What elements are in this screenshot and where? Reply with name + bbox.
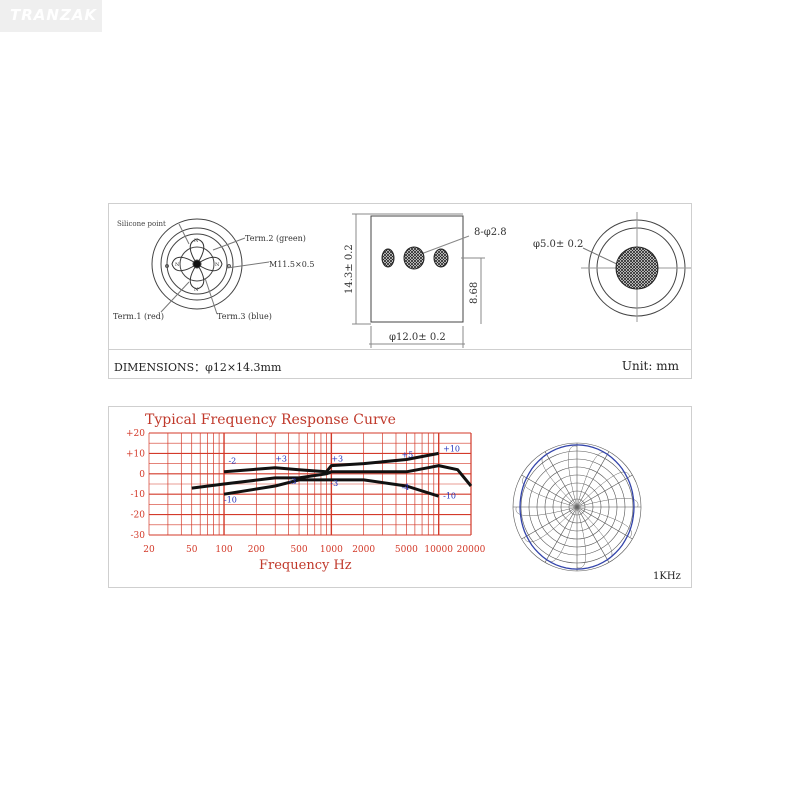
x-tick-label: 50 <box>186 545 198 555</box>
curve-annotation: +3 <box>275 455 287 464</box>
dimensions-panel: Silicone point Term.2 (green) M11.5×0.5 … <box>108 203 692 379</box>
curve-annotation: -3 <box>289 477 297 486</box>
pin-letter: N <box>175 262 180 268</box>
polar-petal <box>522 476 578 508</box>
thread-label: M11.5×0.5 <box>269 260 314 269</box>
diameter-label: φ12.0± 0.2 <box>389 332 446 343</box>
response-curve <box>191 464 473 490</box>
dimensions-summary: DIMENSIONS：φ12×14.3mm <box>114 361 282 374</box>
polar-petal <box>524 506 578 543</box>
polar-petal <box>576 506 632 538</box>
polar-spoke <box>521 474 578 508</box>
polar-spoke <box>576 506 633 540</box>
unit-label: Unit: mm <box>621 359 679 373</box>
frequency-response-panel: Typical Frequency Response Curve +20 +10 0… <box>108 406 692 588</box>
y-tick-label: -30 <box>131 531 146 541</box>
polar-response-trace <box>519 444 635 570</box>
polar-frequency-label: 1KHz <box>653 571 681 582</box>
pin-letter: N <box>215 262 220 268</box>
polar-spoke <box>544 451 578 508</box>
y-tick-label: 0 <box>139 470 145 480</box>
footer-divider <box>109 349 691 350</box>
curve-annotation: -10 <box>443 491 456 500</box>
mesh-hole <box>403 246 425 270</box>
polar-petal <box>576 506 586 569</box>
x-tick-label: 1000 <box>320 545 343 555</box>
polar-petal <box>568 445 578 508</box>
chart-grid <box>148 432 472 536</box>
x-tick-label: 20000 <box>457 545 486 555</box>
height-label: 14.3± 0.2 <box>344 244 355 294</box>
polar-spoke <box>544 506 578 563</box>
frequency-response-chart: Typical Frequency Response Curve +20 +10 0… <box>126 412 681 582</box>
silicone-point-label: Silicone point <box>117 220 166 228</box>
term3-label: Term.3 (blue) <box>217 312 272 321</box>
polar-spoke <box>576 506 610 563</box>
dimension-drawings: Silicone point Term.2 (green) M11.5×0.5 … <box>113 212 691 348</box>
x-tick-label: 100 <box>215 545 232 555</box>
grille-diameter-label: φ5.0± 0.2 <box>533 239 583 250</box>
curve-annotation: +10 <box>443 444 460 453</box>
x-tick-label: 10000 <box>424 545 453 555</box>
polar-spoke <box>576 474 633 508</box>
mesh-hole <box>381 248 395 268</box>
side-view-drawing <box>352 213 485 348</box>
curve-annotation: +3 <box>331 455 343 464</box>
polar-petal <box>576 471 630 508</box>
x-tick-label: 500 <box>290 545 307 555</box>
curve-annotation: -2 <box>228 457 236 466</box>
x-axis-label: Frequency Hz <box>259 558 352 573</box>
x-tick-label: 2000 <box>352 545 375 555</box>
polar-petal <box>576 498 639 508</box>
y-tick-label: +10 <box>126 449 145 459</box>
term2-label: Term.2 (green) <box>245 234 306 243</box>
front-view-drawing <box>151 218 270 315</box>
x-tick-label: 200 <box>248 545 265 555</box>
pin-letter: N <box>194 287 199 293</box>
mesh-grille <box>615 246 659 290</box>
x-tick-label: 5000 <box>395 545 418 555</box>
response-curve <box>223 451 439 474</box>
response-curve <box>223 478 440 498</box>
hole-position-label: 8.68 <box>469 282 480 304</box>
y-tick-label: +20 <box>126 429 145 439</box>
term1-label: Term.1 (red) <box>113 312 164 321</box>
holes-label: 8-φ2.8 <box>474 227 507 238</box>
y-tick-label: -20 <box>131 511 146 521</box>
curve-annotation: -3 <box>330 479 338 488</box>
chart-title: Typical Frequency Response Curve <box>145 412 396 428</box>
curve-annotation: -4 <box>401 483 409 492</box>
x-tick-label: 20 <box>143 545 155 555</box>
polar-petal <box>515 506 578 516</box>
mesh-hole <box>433 248 449 268</box>
polar-spoke <box>576 451 610 508</box>
y-tick-label: -10 <box>131 490 146 500</box>
polar-pattern-chart <box>512 442 642 572</box>
pin-letter: N <box>194 238 199 244</box>
curve-annotation: +5 <box>401 450 413 459</box>
polar-spoke <box>521 506 578 540</box>
curve-annotation: -10 <box>224 495 237 504</box>
brand-logo: TRANZAK <box>0 0 102 32</box>
